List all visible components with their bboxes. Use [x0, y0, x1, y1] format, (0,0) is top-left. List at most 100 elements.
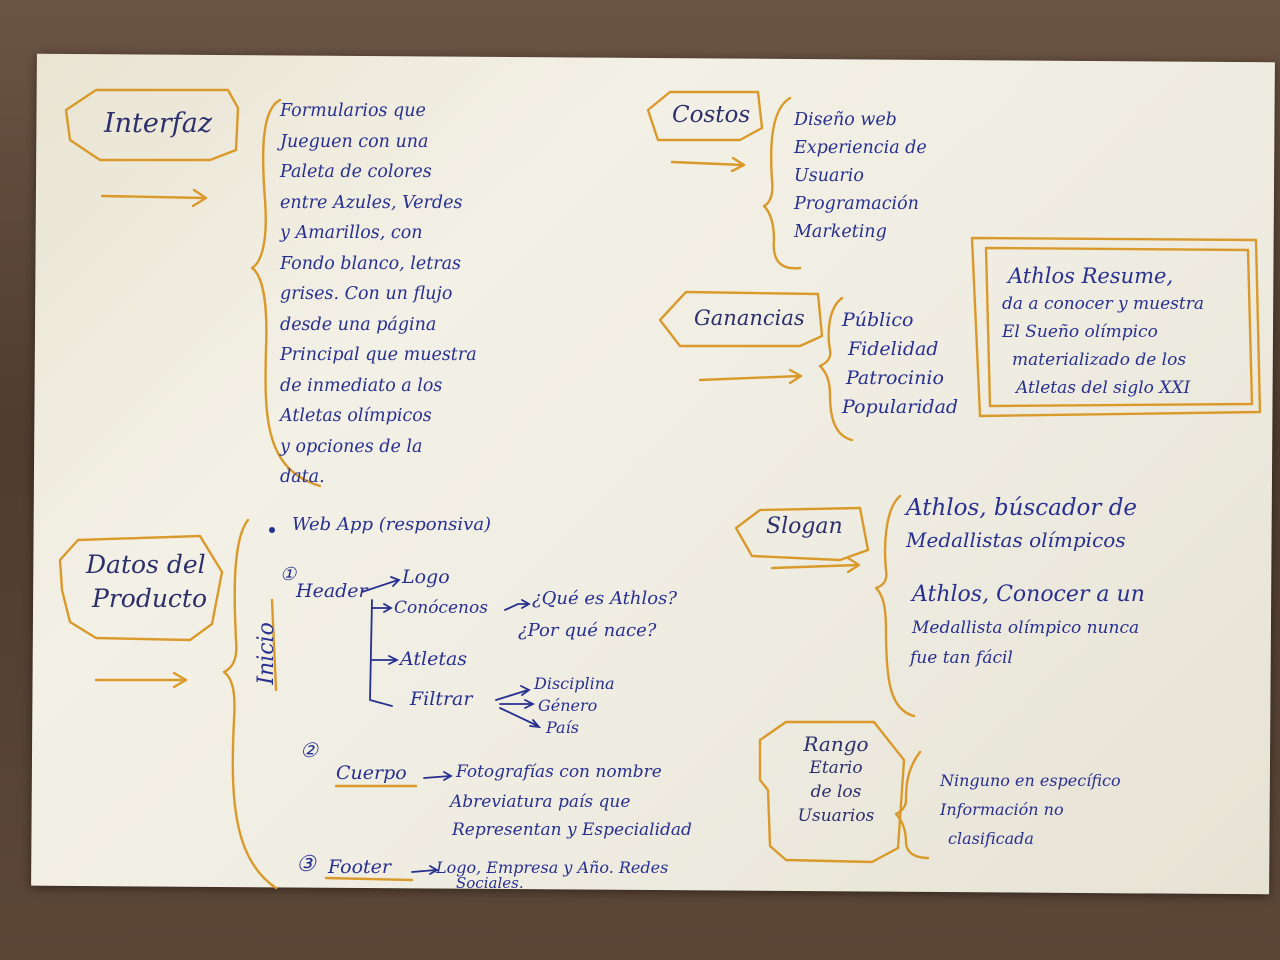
bullet-dot	[269, 527, 275, 533]
interfaz-line: Paleta de colores	[280, 162, 432, 182]
ganancias-brace	[818, 296, 854, 442]
footer-line-1: Logo, Empresa y Año. Redes	[436, 858, 669, 877]
step3-number: ③	[296, 852, 316, 877]
footer-label: Footer	[328, 856, 391, 878]
ganancias-arrow	[698, 368, 803, 385]
ganancias-item: Popularidad	[842, 396, 959, 418]
datos-tag-outline	[58, 534, 224, 642]
por-que-label: ¿Por qué nace?	[518, 620, 657, 641]
rango-title: Rango Etario de los Usuarios	[786, 732, 886, 828]
interfaz-line: data.	[280, 467, 325, 487]
interfaz-line: Atletas olímpicos	[280, 406, 432, 426]
costos-arrow	[670, 156, 746, 173]
costos-item: Programación	[794, 194, 919, 214]
rango-text: Ninguno en específico Información no cla…	[940, 766, 1121, 853]
resumen-box-outline	[970, 236, 1262, 418]
header-branch-line	[369, 599, 393, 707]
footer-underline	[324, 876, 414, 882]
slogan-line-4: Medallista olímpico nunca	[912, 618, 1140, 638]
ganancias-item: Fidelidad	[848, 338, 939, 360]
cuerpo-label: Cuerpo	[336, 762, 407, 784]
datos-title-line1: Datos del	[86, 550, 206, 579]
rango-title-line: Usuarios	[797, 806, 875, 826]
header-label: Header	[296, 580, 368, 602]
rango-brace	[894, 750, 930, 860]
cuerpo-line-2: Abreviatura país que	[450, 792, 631, 812]
cuerpo-arrow	[423, 771, 453, 781]
interfaz-line: Formularios que	[280, 101, 426, 121]
ganancias-item: Público	[842, 309, 914, 331]
ganancias-title: Ganancias	[694, 306, 805, 330]
slogan-line-3: Athlos, Conocer a un	[912, 582, 1145, 607]
inicio-label: Inicio	[253, 622, 279, 685]
footer-line-2: Sociales.	[456, 874, 524, 892]
cuerpo-line-3: Representan y Especialidad	[452, 820, 692, 840]
rango-line: clasificada	[948, 829, 1034, 848]
rango-title-line: Rango	[803, 732, 869, 756]
interfaz-tag-outline	[64, 88, 240, 162]
resumen-line: Atletas del siglo XXI	[1016, 378, 1191, 398]
ganancias-list: Público Fidelidad Patrocinio Popularidad	[842, 306, 958, 422]
costos-title: Costos	[672, 102, 751, 128]
rango-tag-outline	[758, 720, 906, 864]
ganancias-tag-outline	[658, 290, 824, 348]
interfaz-line: grises. Con un flujo	[280, 284, 453, 304]
interfaz-brace	[250, 98, 322, 488]
resumen-line: materializado de los	[1012, 350, 1187, 370]
costos-list: Diseño web Experiencia de Usuario Progra…	[794, 106, 927, 246]
slogan-line-1: Athlos, búscador de	[906, 495, 1138, 521]
costos-brace	[762, 96, 802, 270]
logo-label: Logo	[402, 566, 450, 588]
resumen-line: da a conocer y muestra	[1002, 294, 1204, 314]
filtrar-to-pais	[499, 707, 542, 729]
interfaz-line: Jueguen con una	[280, 131, 429, 152]
header-to-logo-arrow	[361, 576, 401, 593]
slogan-title: Slogan	[766, 514, 843, 539]
step2-number: ②	[300, 738, 318, 762]
datos-title-line2: Producto	[92, 584, 208, 613]
costos-tag-outline	[646, 90, 764, 142]
costos-item: Experiencia de	[794, 138, 927, 158]
interfaz-line: y Amarillos, con	[280, 223, 423, 243]
datos-arrow	[94, 671, 188, 689]
ganancias-item: Patrocinio	[846, 367, 944, 389]
rango-line: Ninguno en específico	[940, 771, 1121, 790]
interfaz-line: Principal que muestra	[280, 345, 477, 365]
resumen-line: El Sueño olímpico	[1002, 322, 1158, 342]
interfaz-arrow	[100, 188, 208, 208]
interfaz-title: Interfaz	[104, 108, 213, 139]
interfaz-line: y opciones de la	[280, 436, 423, 457]
slogan-brace	[874, 494, 916, 718]
costos-item: Diseño web	[794, 110, 897, 130]
slogan-line-2: Medallistas olímpicos	[906, 528, 1126, 552]
pais-label: País	[546, 718, 579, 737]
slogan-line-5: fue tan fácil	[910, 648, 1013, 668]
conocenos-branch	[371, 603, 393, 613]
conocenos-label: Conócenos	[394, 598, 488, 618]
inicio-underline	[270, 598, 278, 692]
conocenos-to-que	[504, 599, 531, 611]
rango-title-line: de los	[810, 782, 862, 802]
interfaz-text: Formularios que Jueguen con una Paleta d…	[280, 96, 477, 493]
disciplina-label: Disciplina	[534, 674, 615, 693]
que-es-label: ¿Qué es Athlos?	[532, 588, 677, 609]
atletas-branch	[370, 655, 400, 665]
genero-label: Género	[538, 696, 598, 715]
web-app-bullet: Web App (responsiva)	[292, 514, 492, 535]
interfaz-line: Fondo blanco, letras	[280, 253, 462, 274]
filtrar-to-genero	[499, 699, 536, 709]
atletas-label: Atletas	[400, 648, 468, 670]
slogan-tag-outline	[734, 506, 870, 562]
interfaz-line: entre Azules, Verdes	[280, 192, 463, 213]
filtrar-to-disciplina	[495, 685, 531, 701]
rango-line: Información no	[940, 800, 1064, 819]
datos-brace	[222, 518, 278, 890]
filtrar-label: Filtrar	[410, 688, 473, 710]
costos-item: Usuario	[794, 166, 864, 186]
footer-arrow	[411, 865, 439, 875]
resumen-text: Athlos Resume, da a conocer y muestra El…	[1002, 262, 1204, 402]
interfaz-line: de inmediato a los	[280, 375, 443, 396]
resumen-line: Athlos Resume,	[1008, 264, 1174, 288]
